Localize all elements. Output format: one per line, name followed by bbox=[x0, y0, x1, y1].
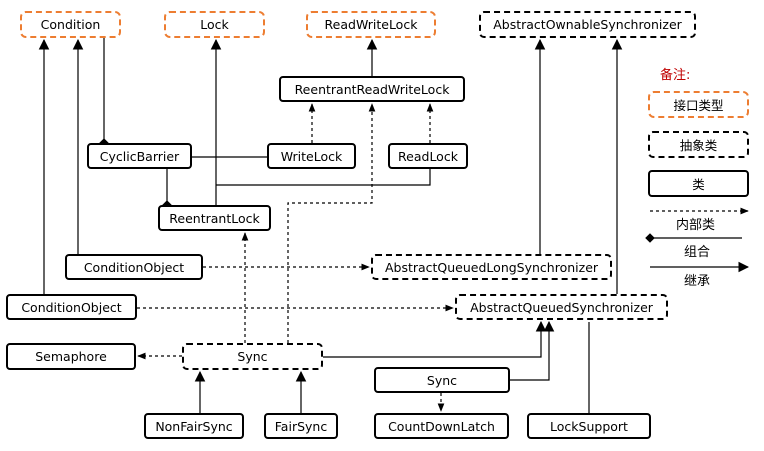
node-fair-sync: FairSync bbox=[264, 413, 338, 439]
edge-sync2-aqs bbox=[510, 320, 555, 381]
node-reentrant-lock: ReentrantLock bbox=[158, 205, 271, 231]
node-sync-1: Sync bbox=[182, 343, 323, 370]
node-condition-object-2: ConditionObject bbox=[6, 294, 137, 320]
legend-interface: 接口类型 bbox=[648, 91, 749, 118]
node-readwritelock: ReadWriteLock bbox=[306, 11, 436, 38]
node-condition-object-1: ConditionObject bbox=[65, 254, 203, 280]
node-read-lock: ReadLock bbox=[388, 143, 468, 169]
node-write-lock: WriteLock bbox=[267, 143, 356, 169]
edge-sync1-aqs bbox=[323, 320, 547, 358]
node-cyclic-barrier: CyclicBarrier bbox=[87, 143, 192, 169]
node-abstract-queued-long-synchronizer: AbstractQueuedLongSynchronizer bbox=[371, 254, 612, 280]
legend-composition-label: 组合 bbox=[684, 245, 711, 260]
legend-title: 备注: bbox=[660, 68, 691, 83]
legend-class: 类 bbox=[648, 170, 749, 197]
legend-inherit-label: 继承 bbox=[684, 274, 711, 289]
node-semaphore: Semaphore bbox=[6, 343, 136, 370]
node-lock: Lock bbox=[164, 11, 265, 38]
legend-inner-label: 内部类 bbox=[676, 218, 716, 233]
node-lock-support: LockSupport bbox=[527, 413, 651, 439]
node-reentrant-read-write-lock: ReentrantReadWriteLock bbox=[279, 76, 465, 102]
legend-abstract: 抽象类 bbox=[648, 131, 749, 158]
node-condition: Condition bbox=[20, 11, 121, 38]
node-nonfair-sync: NonFairSync bbox=[144, 413, 244, 439]
node-abstract-ownable-synchronizer: AbstractOwnableSynchronizer bbox=[479, 11, 696, 38]
node-sync-2: Sync bbox=[374, 367, 510, 393]
node-count-down-latch: CountDownLatch bbox=[374, 413, 509, 439]
edge-sync1-rrwl bbox=[287, 103, 376, 343]
node-abstract-queued-synchronizer: AbstractQueuedSynchronizer bbox=[455, 294, 668, 320]
edge-readlock-link bbox=[216, 169, 431, 186]
